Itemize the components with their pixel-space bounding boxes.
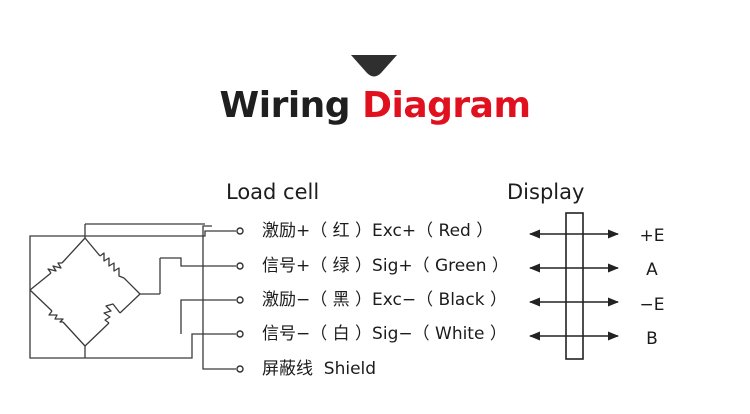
terminal-dots xyxy=(236,227,244,373)
display-terminal-exc-plus: +E xyxy=(639,226,665,246)
title-word-1: Wiring xyxy=(219,85,351,126)
wire-label-exc-minus: 激励−（ 黑 ）Exc−（ Black ） xyxy=(262,290,507,310)
display-terminal-sig-plus: A xyxy=(646,260,658,280)
terminal-dot-exc-minus xyxy=(236,296,244,304)
chevron-down-icon xyxy=(351,55,397,77)
load-cell-header: Load cell xyxy=(226,180,320,204)
terminal-dot-sig-plus xyxy=(236,262,244,270)
wire-label-exc-plus: 激励+（ 红 ）Exc+（ Red ） xyxy=(262,221,494,241)
wheatstone-bridge xyxy=(29,223,205,358)
terminal-dot-sig-minus xyxy=(236,330,244,338)
wire-label-shield: 屏蔽线 Shield xyxy=(262,359,377,379)
strain-gauges xyxy=(47,252,125,324)
display-terminal-block xyxy=(565,212,584,360)
strain-gauge-bottom-right xyxy=(103,303,121,324)
signal-arrows xyxy=(528,229,620,341)
load-cell-frame xyxy=(29,225,236,370)
wire-label-sig-minus: 信号−（ 白 ）Sig−（ White ） xyxy=(262,324,507,344)
display-terminal-sig-minus: B xyxy=(646,329,658,349)
terminal-dot-shield xyxy=(236,365,244,373)
strain-gauge-bottom-left xyxy=(48,310,64,323)
display-terminal-exc-minus: −E xyxy=(639,295,665,315)
display-header: Display xyxy=(507,180,585,204)
page-title: Wiring Diagram xyxy=(0,78,750,134)
terminal-dot-exc-plus xyxy=(236,227,244,235)
title-word-2: Diagram xyxy=(362,85,531,126)
strain-gauge-top-left xyxy=(47,262,62,274)
wire-label-sig-plus: 信号+（ 绿 ）Sig+（ Green ） xyxy=(262,256,509,276)
strain-gauge-top-right xyxy=(99,252,125,279)
